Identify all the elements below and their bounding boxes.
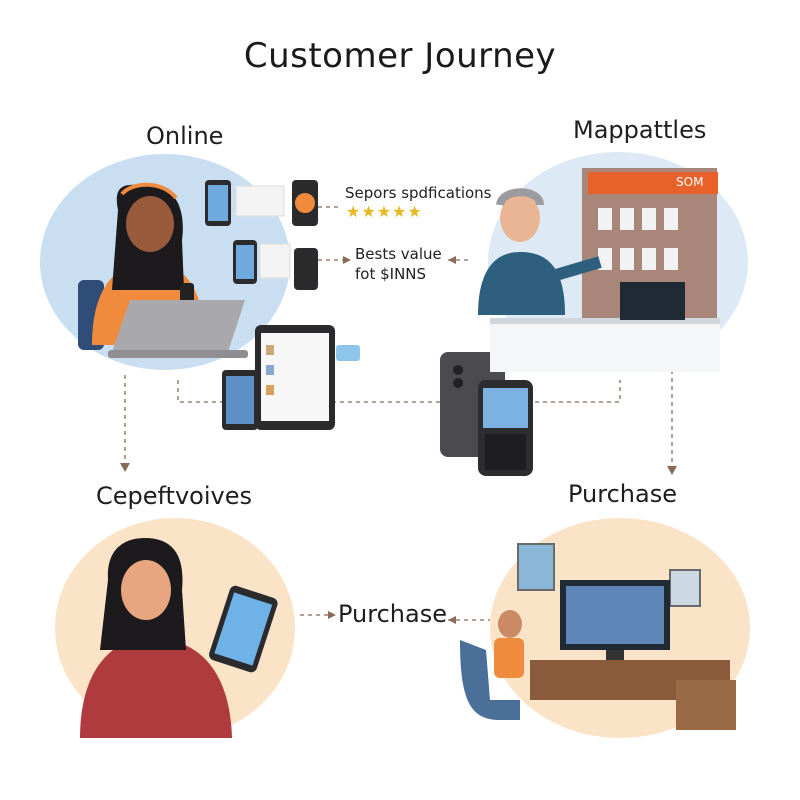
dashed-connectors bbox=[124, 206, 673, 621]
stage-label-cepeftvoives: Cepeftvoives bbox=[96, 482, 252, 510]
tablet-user-illustration bbox=[80, 538, 278, 738]
online-shopper-illustration bbox=[78, 182, 248, 358]
review-phone-cards bbox=[205, 180, 318, 290]
value-note-line2: fot $INNS bbox=[355, 265, 427, 283]
phones-illustration bbox=[440, 352, 533, 476]
stage-label-online: Online bbox=[146, 122, 224, 150]
home-purchase-illustration bbox=[460, 543, 736, 730]
stage-label-mappattles: Mappattles bbox=[573, 116, 707, 144]
connector-arrowheads bbox=[120, 256, 677, 624]
diagram-title: Customer Journey bbox=[243, 36, 557, 76]
store-salesman-illustration bbox=[478, 168, 720, 372]
stage-label-purchase-top: Purchase bbox=[568, 480, 677, 508]
rating-stars: ★★★★★ bbox=[346, 204, 423, 221]
tablet-devices bbox=[222, 325, 360, 430]
specifications-note: Sepors spdfications bbox=[345, 184, 492, 202]
value-note-line1: Bests value bbox=[355, 245, 442, 263]
stage-label-purchase-middle: Purchase bbox=[338, 600, 447, 628]
store-sign-text: SOM bbox=[676, 175, 704, 189]
